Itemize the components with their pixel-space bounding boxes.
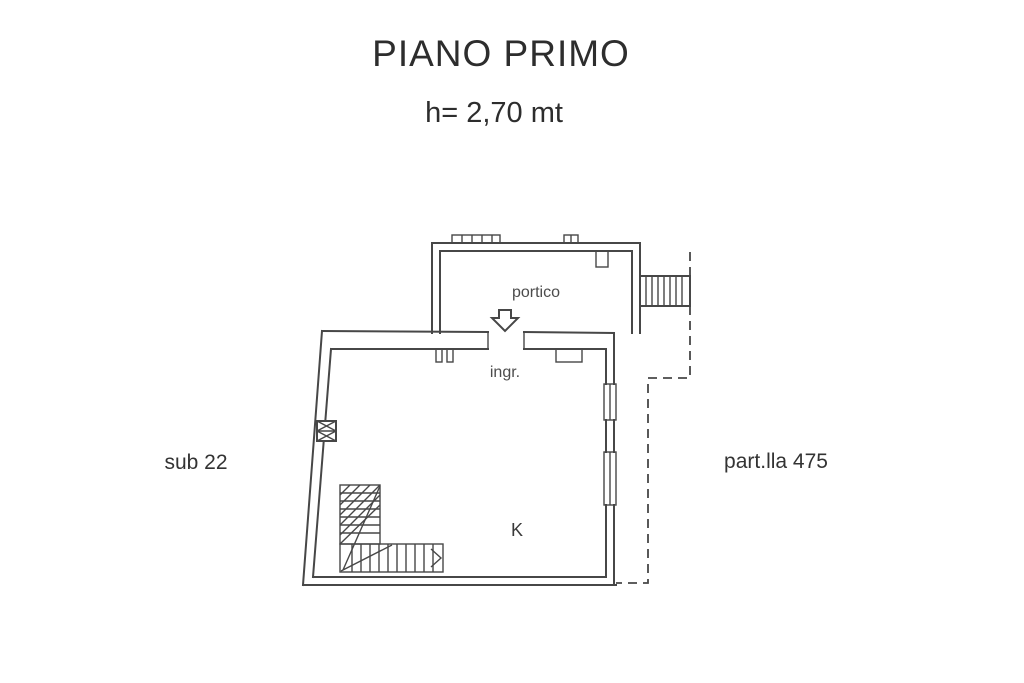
portico-pillar [595,250,609,268]
page-subtitle: h= 2,70 mt [425,97,563,129]
stair-direction-lines [340,485,393,572]
entrance-arrow-icon [489,309,521,333]
kitchen-label: K [511,520,523,540]
right-wall-window-1 [603,383,617,421]
main-room-walls [301,329,617,587]
stair-upper-hatch [339,484,381,545]
portico-railing-ticks [451,234,579,244]
portico-inner-wall [439,250,633,334]
flue-box-cross-hatch [316,420,337,442]
wall-stub-left-1 [435,348,443,363]
external-stair-steps [645,276,683,306]
page-title: PIANO PRIMO [372,33,630,74]
stair-lower-treads [351,544,434,572]
portico-label: portico [512,284,560,301]
external-stair [639,275,691,307]
bottom-wall [302,576,617,586]
wall-step-stub [555,348,583,363]
parcel-boundary-dashed-line [616,252,691,584]
stair-direction-arrowhead-icon [430,548,443,568]
left-wall [301,329,333,587]
staircase [339,484,444,573]
entrance-label: ingr. [490,364,520,381]
wall-stub-left-2 [446,348,454,363]
flue-box-icon [316,420,337,442]
parcel-annotation: part.lla 475 [724,450,828,473]
stair-upper-treads [340,492,380,534]
top-wall-outer [320,329,616,335]
sub-annotation: sub 22 [164,451,227,474]
railing-strip [451,234,501,244]
external-stair-outline [639,275,691,307]
right-wall-window-2 [603,451,617,506]
stair-lower-flight-outline [339,543,444,573]
railing-strip-hatch [461,235,493,243]
entrance-door-jambs [487,332,525,349]
